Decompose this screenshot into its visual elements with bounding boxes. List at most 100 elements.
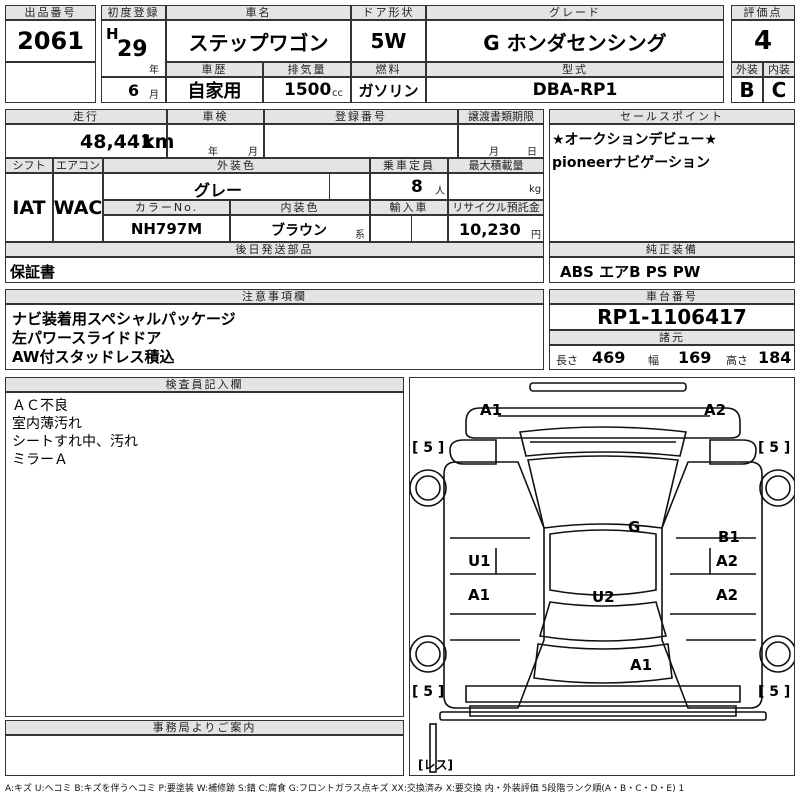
ext-header: 外装: [731, 62, 763, 77]
lot-no-blank: [5, 62, 96, 103]
recycle: 10,230: [459, 220, 521, 239]
interior-suffix: 系: [355, 230, 365, 241]
equip-header: 純正装備: [549, 242, 795, 257]
color-no: NH797M: [103, 215, 230, 242]
insp-year-unit: 年: [208, 147, 218, 158]
grade: G ホンダセンシング: [426, 20, 724, 62]
recycle-header: リサイクル預託金: [448, 200, 544, 215]
width-label: 幅: [648, 354, 659, 367]
car-name: ステップワゴン: [166, 20, 351, 62]
damage-roof: G: [628, 518, 641, 536]
later-parts: 保証書: [10, 263, 56, 281]
displacement-header: 排気量: [263, 62, 351, 77]
note-line-2: 左パワースライドドア: [12, 329, 162, 347]
ext-grade: B: [731, 77, 763, 103]
import-header: 輸入車: [370, 200, 448, 215]
mileage-cell: 48,441 km: [5, 124, 174, 158]
tire-rear-left: [ 5 ]: [412, 684, 445, 700]
history: 自家用: [166, 77, 263, 103]
load-cell: kg: [448, 173, 544, 200]
car-name-header: 車名: [166, 5, 351, 20]
color: グレー: [194, 181, 243, 200]
damage-diagram: A1 A2 [ 5 ] [ 5 ] G U1 B1 A2 A1 U2 A2 A1…: [409, 377, 795, 776]
color-no-header: カラーNo.: [103, 200, 230, 215]
damage-front-right: A2: [704, 401, 727, 419]
sales-cell: ★オークションデビュー★ pioneerナビゲーション: [549, 124, 795, 242]
width: 169: [678, 348, 712, 367]
displacement-unit: cc: [332, 88, 343, 99]
height-label: 高さ: [726, 354, 748, 367]
office-header: 事務局よりご案内: [5, 720, 404, 735]
shift-header: シフト: [5, 158, 53, 173]
capacity: 8: [411, 177, 423, 197]
int-grade: C: [763, 77, 795, 103]
fuel-header: 燃料: [351, 62, 426, 77]
plate-header: 登録番号: [264, 109, 458, 124]
transfer-cell: 月 日: [458, 124, 544, 158]
fuel: ガソリン: [351, 77, 426, 103]
reg-year-unit: 年: [149, 65, 159, 76]
inspector-line-3: シートすれ中、汚れ: [12, 434, 138, 450]
damage-center: U2: [592, 588, 615, 606]
sales-line-1: ★オークションデビュー★: [552, 132, 718, 148]
chassis-header: 車台番号: [549, 289, 795, 304]
era: H: [106, 25, 119, 43]
color-header: 外装色: [103, 158, 370, 173]
ac-header: エアコン: [53, 158, 103, 173]
first-reg-header: 初度登録: [101, 5, 166, 20]
transfer-month-unit: 月: [489, 147, 499, 158]
equipment: ABS エアB PS PW: [560, 263, 701, 281]
load-unit: kg: [529, 184, 542, 195]
interior-color-header: 内装色: [230, 200, 370, 215]
tire-front-left: [ 5 ]: [412, 440, 445, 456]
height: 184: [758, 348, 792, 367]
recycle-unit: 円: [531, 230, 541, 241]
later-cell: 保証書: [5, 257, 544, 283]
load-header: 最大積載量: [448, 158, 544, 173]
damage-right-door-a: A2: [716, 552, 739, 570]
plate-cell: [264, 124, 458, 158]
lot-no: 2061: [5, 20, 96, 62]
first-reg-month-cell: 6 月: [101, 77, 166, 103]
tire-rear-right: [ 5 ]: [758, 684, 791, 700]
length: 469: [592, 348, 626, 367]
reg-year: 29: [117, 37, 148, 62]
sales-line-2: pioneerナビゲーション: [552, 155, 711, 171]
note-line-3: AW付スタッドレス積込: [12, 348, 175, 366]
lot-no-header: 出品番号: [5, 5, 96, 20]
damage-left-rear: A1: [468, 586, 491, 604]
shift: IAT: [5, 173, 53, 242]
capacity-header: 乗車定員: [370, 158, 448, 173]
displacement: 1500: [284, 80, 332, 100]
spec-header: 諸元: [549, 330, 795, 345]
notes-header: 注意事項欄: [5, 289, 544, 304]
inspector-line-4: ミラーＡ: [12, 452, 68, 468]
length-label: 長さ: [556, 354, 578, 367]
later-header: 後日発送部品: [5, 242, 544, 257]
transfer-header: 譲渡書類期限: [458, 109, 544, 124]
grade-header: グレード: [426, 5, 724, 20]
inspection-header: 車検: [167, 109, 264, 124]
model-header: 型式: [426, 62, 724, 77]
history-header: 車歴: [166, 62, 263, 77]
insp-month-unit: 月: [248, 147, 258, 158]
door-type: 5W: [351, 20, 426, 62]
spec-cell: 長さ 469 幅 169 高さ 184: [549, 345, 795, 370]
door-header: ドア形状: [351, 5, 426, 20]
reg-month-unit: 月: [149, 90, 159, 101]
inspector-cell: ＡＣ不良 室内薄汚れ シートすれ中、汚れ ミラーＡ: [5, 392, 404, 717]
interior-color-cell: ブラウン 系: [230, 215, 370, 242]
note-line-1: ナビ装着用スペシャルパッケージ: [12, 310, 236, 328]
score-header: 評価点: [731, 5, 795, 20]
displacement-cell: 1500 cc: [263, 77, 351, 103]
recycle-cell: 10,230 円: [448, 215, 544, 242]
mileage: 48,441: [80, 131, 154, 153]
color-cell: グレー: [103, 173, 370, 200]
reg-month: 6: [128, 81, 140, 100]
int-header: 内装: [763, 62, 795, 77]
damage-right-rear: A2: [716, 586, 739, 604]
damage-left-slide: U1: [468, 552, 491, 570]
capacity-cell: 8 人: [370, 173, 448, 200]
inspector-line-2: 室内薄汚れ: [12, 416, 82, 432]
equip-cell: ABS エアB PS PW: [549, 257, 795, 283]
